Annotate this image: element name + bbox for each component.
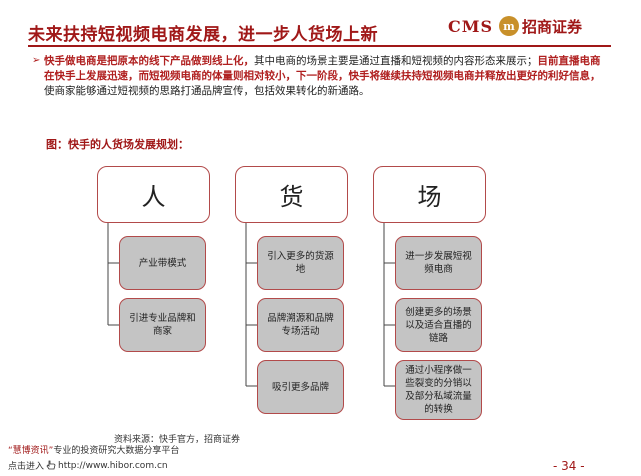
paragraph-text-2: 使商家能够通过短视频的思路打通品牌宣传，包括效果转化的新通路。 [44, 85, 370, 97]
company-logo: CMS m 招商证券 [448, 14, 582, 38]
scene-item-2: 创建更多的场景以及适合直播的链路 [395, 298, 482, 352]
bullet-arrow-icon: ➢ [32, 55, 41, 66]
source-note: 资料来源：快手官方，招商证券 [114, 435, 241, 445]
footer-brand-name: “慧博资讯” [8, 446, 54, 456]
footer-website-link[interactable]: http://www.hibor.com.cn [58, 460, 168, 471]
paragraph-text-1: 其中电商的场景主要是通过直播和短视频的内容形态来展示； [254, 55, 538, 67]
people-item-1: 产业带模式 [119, 236, 206, 290]
paragraph-highlight-2: 目前直播电商在快手上发展迅速，而短视频电商的体量则相对较小，下一阶段，快手将继续… [44, 55, 601, 82]
scene-item-1: 进一步发展短视频电商 [395, 236, 482, 290]
goods-item-1: 引入更多的货源地 [257, 236, 344, 290]
pointer-hand-icon [46, 460, 56, 470]
page-title: 未来扶持短视频电商发展，进一步人货场上新 [28, 25, 378, 45]
scene-item-3: 通过小程序做一些裂变的分销以及部分私域流量的转换 [395, 360, 482, 420]
paragraph-highlight-1: 快手做电商是把原本的线下产品做到线上化， [44, 55, 254, 67]
title-divider [28, 45, 611, 47]
page-number: - 34 - [553, 459, 585, 473]
figure-caption: 图：快手的人货场发展规划： [46, 138, 189, 151]
column-head-goods: 货 [235, 166, 348, 223]
footer-link-prefix: 点击进入 [8, 462, 45, 472]
body-paragraph: 快手做电商是把原本的线下产品做到线上化，其中电商的场景主要是通过直播和短视频的内… [44, 54, 604, 99]
footer-brand: “慧博资讯”专业的投资研究大数据分享平台 [8, 443, 179, 456]
column-head-scene: 场 [373, 166, 486, 223]
goods-item-2: 品牌溯源和品牌专场活动 [257, 298, 344, 352]
column-head-people: 人 [97, 166, 210, 223]
logo-company-name: 招商证券 [522, 17, 583, 36]
logo-cms-text: CMS [448, 16, 493, 36]
footer-link-row: 点击进入 http://www.hibor.com.cn [8, 459, 168, 473]
goods-item-3: 吸引更多品牌 [257, 360, 344, 414]
people-item-2: 引进专业品牌和商家 [119, 298, 206, 352]
logo-mark-icon: m [499, 16, 519, 36]
footer-brand-tagline: 专业的投资研究大数据分享平台 [53, 446, 180, 456]
